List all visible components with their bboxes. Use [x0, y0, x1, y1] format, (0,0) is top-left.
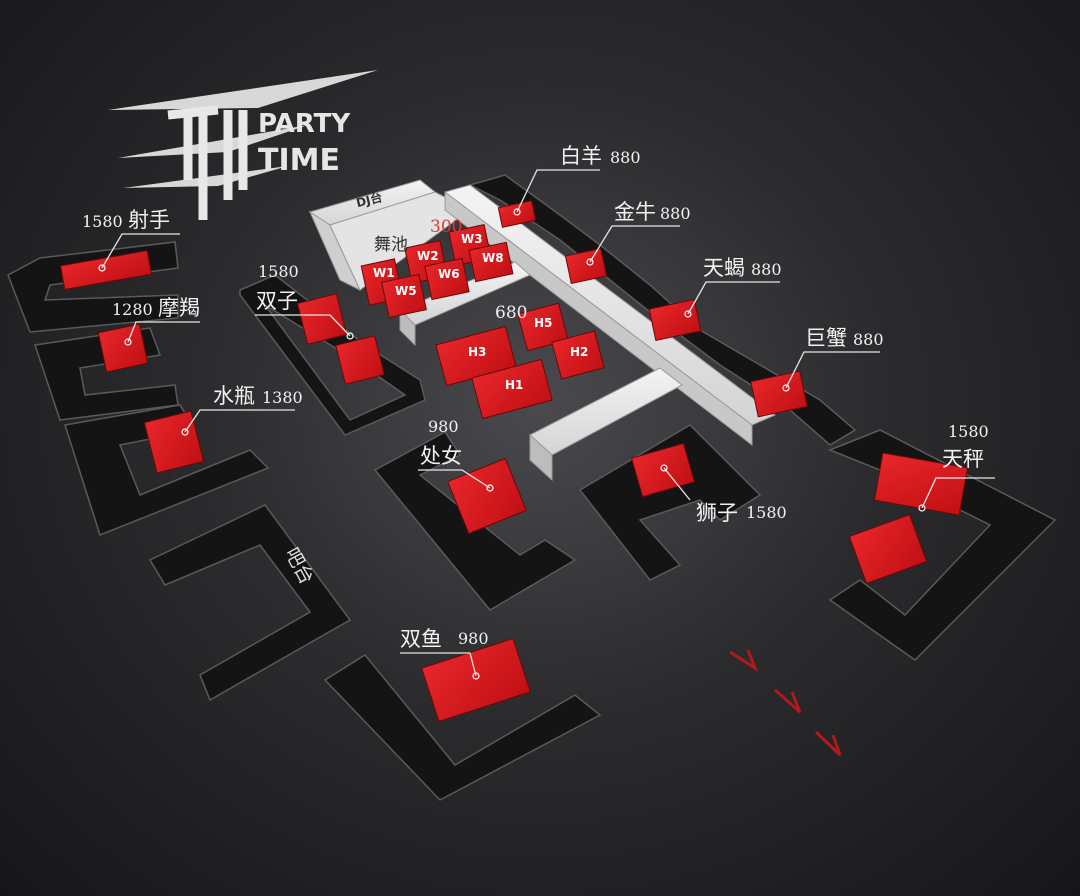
center-price: 680 — [495, 303, 527, 323]
zone-aries-price: 880 — [610, 148, 641, 167]
zone-sagittarius-price: 1580 — [82, 212, 123, 231]
booth-code-w1: W1 — [373, 266, 395, 280]
logo-line2: TIME — [258, 143, 340, 178]
booth-code-w5: W5 — [395, 284, 417, 298]
booth-taurus[interactable] — [564, 247, 608, 285]
booth-w8[interactable] — [468, 241, 514, 283]
booth-code-w3: W3 — [461, 232, 483, 246]
zone-libra-price: 1580 — [948, 422, 989, 441]
zone-taurus-name: 金牛 — [614, 200, 656, 224]
zone-leo-price: 1580 — [746, 503, 787, 522]
zone-virgo-name: 处女 — [420, 444, 462, 468]
booth-h2[interactable] — [551, 330, 605, 380]
zone-gemini-name: 双子 — [256, 289, 298, 313]
zone-taurus-price: 880 — [660, 204, 691, 223]
zone-virgo-price: 980 — [428, 417, 459, 436]
zone-sagittarius-name: 射手 — [128, 208, 170, 232]
booth-sagittarius[interactable] — [60, 249, 152, 291]
zone-labels: 白羊 880 金牛 880 天蝎 880 巨蟹 880 1580 天秤 狮子 1… — [82, 144, 989, 651]
entrance-arrows — [729, 649, 842, 757]
dj-label: DJ台 — [354, 189, 383, 210]
booth-h5[interactable] — [517, 302, 569, 352]
booth-aries[interactable] — [497, 200, 537, 228]
booth-code-h5: H5 — [534, 316, 552, 330]
zone-leo-name: 狮子 — [696, 501, 738, 525]
logo-line1: PARTY — [258, 109, 351, 139]
arrow-3 — [814, 730, 842, 757]
zone-cancer-name: 巨蟹 — [805, 326, 847, 350]
front-bench-top — [529, 367, 683, 456]
booth-code-w6: W6 — [438, 267, 460, 281]
zone-capricorn-name: 摩羯 — [158, 296, 200, 320]
zone-pisces-name: 双鱼 — [400, 627, 442, 651]
booth-libra-1[interactable] — [873, 452, 969, 516]
booth-code-w8: W8 — [482, 251, 504, 265]
booth-gemini-1[interactable] — [296, 293, 348, 345]
leader-lines — [101, 169, 995, 677]
booth-scorpio[interactable] — [648, 298, 702, 342]
zone-aries-name: 白羊 — [560, 144, 602, 168]
front-bench-side — [529, 433, 553, 482]
dance-floor-price: 300 — [430, 217, 462, 237]
arrow-2 — [774, 688, 802, 714]
booth-leo[interactable] — [630, 442, 696, 498]
booth-w5[interactable] — [381, 273, 427, 319]
sofa-pisces — [323, 654, 602, 801]
booth-libra-2[interactable] — [848, 513, 928, 585]
booth-code-w2: W2 — [417, 249, 439, 263]
brand-logo: PARTY TIME — [108, 70, 378, 220]
booth-h1[interactable] — [471, 358, 553, 420]
booth-aquarius[interactable] — [143, 410, 205, 474]
zone-cancer-price: 880 — [853, 330, 884, 349]
zone-capricorn-price: 1280 — [112, 300, 153, 319]
booth-codes: W1 W2 W3 W5 W6 W8 H5 H3 H2 H1 — [373, 232, 588, 392]
zone-aquarius-name: 水瓶 — [213, 384, 255, 408]
leader-dots — [98, 208, 926, 680]
booth-code-h1: H1 — [505, 378, 523, 392]
arrow-1 — [729, 649, 759, 672]
sofa-leo — [578, 424, 762, 581]
booth-w6[interactable] — [424, 257, 470, 301]
booth-code-h2: H2 — [570, 345, 588, 359]
zone-libra-name: 天秤 — [942, 447, 984, 471]
zone-scorpio-name: 天蝎 — [703, 256, 745, 280]
booth-code-h3: H3 — [468, 345, 486, 359]
white-structures — [308, 179, 776, 482]
middle-bench-side — [399, 308, 416, 347]
zone-pisces-price: 980 — [458, 629, 489, 648]
booth-virgo[interactable] — [447, 457, 527, 535]
booth-capricorn[interactable] — [97, 323, 149, 373]
dance-floor-label: 舞池 — [374, 235, 408, 255]
zone-scorpio-price: 880 — [751, 260, 782, 279]
booth-gemini-2[interactable] — [335, 335, 385, 385]
zone-aquarius-price: 1380 — [262, 388, 303, 407]
red-booths — [60, 200, 969, 723]
booth-cancer[interactable] — [750, 370, 808, 418]
zone-gemini-price: 1580 — [258, 262, 299, 281]
bar-counter — [148, 504, 352, 702]
logo-mark — [167, 105, 248, 220]
